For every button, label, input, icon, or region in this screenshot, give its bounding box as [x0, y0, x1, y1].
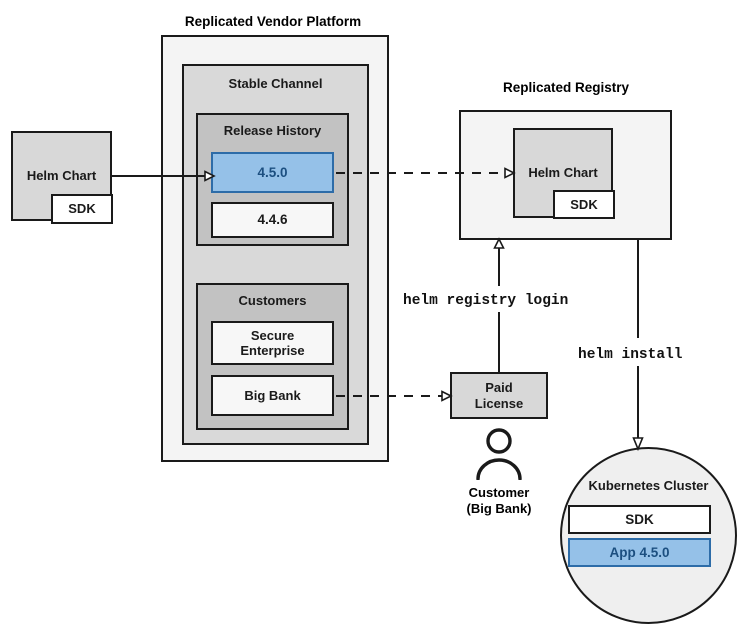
platform-title: Replicated Vendor Platform [184, 14, 362, 29]
customer-name-label: Big Bank [244, 387, 301, 403]
cluster-item-label: App 4.5.0 [609, 544, 670, 560]
release-item-4-4-6[interactable]: 4.4.6 [211, 202, 334, 238]
customer-person-icon [471, 428, 527, 481]
registry-sdk-label: SDK [570, 196, 598, 212]
stable-channel-label: Stable Channel [228, 76, 323, 91]
cluster-item-app: App 4.5.0 [568, 538, 711, 567]
release-version-label: 4.4.6 [257, 212, 288, 228]
customer-item-big-bank[interactable]: Big Bank [211, 375, 334, 416]
customer-item-secure-enterprise[interactable]: Secure Enterprise [211, 321, 334, 365]
customer-name-label: Secure Enterprise [240, 327, 305, 358]
arrow-registry-to-cluster [632, 240, 644, 452]
registry-helm-chart-label: Helm Chart [528, 165, 598, 181]
registry-title: Replicated Registry [502, 80, 630, 95]
release-version-label: 4.5.0 [257, 164, 288, 180]
cluster-item-sdk: SDK [568, 505, 711, 534]
paid-license-box: Paid License [450, 372, 548, 419]
customer-actor-label-line1: Customer [468, 485, 530, 500]
release-history-label: Release History [223, 123, 322, 138]
release-item-4-5-0[interactable]: 4.5.0 [211, 152, 334, 193]
paid-license-label: Paid License [474, 380, 524, 411]
cluster-item-label: SDK [625, 511, 654, 527]
source-sdk-label: SDK [68, 201, 96, 217]
kubernetes-cluster-label: Kubernetes Cluster [588, 478, 709, 493]
source-helm-chart-label: Helm Chart [26, 168, 97, 184]
source-sdk-box: SDK [51, 194, 113, 224]
helm-registry-login-command: helm registry login [403, 293, 569, 309]
registry-sdk-box: SDK [553, 190, 615, 219]
customer-actor-label-line2: (Big Bank) [466, 501, 532, 516]
kubernetes-cluster-circle [560, 447, 737, 624]
helm-install-command: helm install [578, 347, 683, 363]
customers-label: Customers [238, 293, 307, 308]
